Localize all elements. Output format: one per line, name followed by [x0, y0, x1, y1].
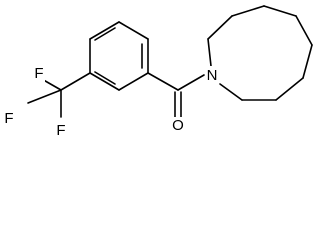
molecule-structure: N O F F F	[3, 5, 313, 140]
ring-bond	[231, 5, 265, 17]
atom-n: N	[205, 66, 219, 84]
cf3-bond	[60, 72, 91, 91]
aryl-carbonyl-bond	[147, 72, 179, 91]
oxygen-label: O	[172, 117, 184, 134]
fluorine-label: F	[34, 65, 43, 82]
ring-bond	[118, 21, 149, 40]
fluorine-label: F	[56, 122, 65, 139]
ring-bond	[89, 21, 120, 40]
azocane-ring	[207, 5, 313, 101]
ring-bond	[89, 72, 120, 91]
structure-canvas: N O F F F	[3, 5, 313, 140]
atom-f2: F	[3, 110, 15, 128]
fluorine-label: F	[4, 110, 13, 127]
atom-o: O	[171, 117, 185, 135]
ring-bond	[302, 44, 313, 79]
atom-f1: F	[33, 65, 45, 83]
ring-bond	[118, 72, 149, 91]
carbonyl-group	[147, 72, 205, 119]
atom-f3: F	[55, 122, 67, 140]
ring-bond	[275, 77, 304, 101]
ring-double-bond	[94, 71, 116, 85]
ring-bond	[295, 15, 313, 46]
amide-bond	[177, 74, 205, 91]
benzene-ring	[89, 21, 149, 91]
ring-bond	[207, 15, 233, 40]
nitrogen-label: N	[207, 67, 218, 84]
cf-bond	[27, 89, 62, 104]
ring-double-bond	[94, 27, 116, 41]
ring-bond	[263, 5, 297, 17]
ring-bond	[207, 38, 212, 67]
ring-bond	[219, 83, 243, 101]
